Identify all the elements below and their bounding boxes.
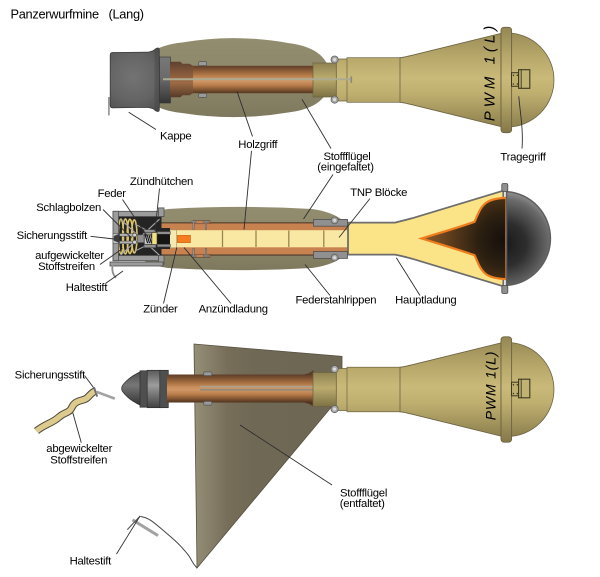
svg-text:(eingefaltet): (eingefaltet): [317, 161, 374, 173]
svg-text:Schlagbolzen: Schlagbolzen: [36, 202, 101, 214]
svg-text:Federstahlrippen: Federstahlrippen: [296, 295, 377, 307]
svg-text:Kappe: Kappe: [160, 131, 191, 143]
svg-text:aufgewickelter: aufgewickelter: [35, 250, 104, 262]
svg-text:Feder: Feder: [98, 188, 127, 200]
svg-text:Zündhütchen: Zündhütchen: [130, 176, 193, 188]
svg-text:Haltestift: Haltestift: [70, 556, 113, 568]
svg-text:PWM 1(L): PWM 1(L): [481, 22, 498, 122]
svg-text:Haltestift: Haltestift: [66, 282, 109, 294]
svg-text:Anzündladung: Anzündladung: [199, 303, 268, 315]
svg-text:Stoffstreifen: Stoffstreifen: [38, 261, 95, 273]
svg-text:Stoffstreifen: Stoffstreifen: [50, 455, 107, 467]
svg-text:Tragegriff: Tragegriff: [500, 151, 546, 163]
svg-text:Zünder: Zünder: [143, 303, 178, 315]
svg-text:abgewickelter: abgewickelter: [46, 443, 112, 455]
svg-text:Holzgriff: Holzgriff: [238, 139, 278, 151]
svg-text:Hauptladung: Hauptladung: [395, 295, 456, 307]
svg-text:(entfaltet): (entfaltet): [340, 498, 385, 510]
svg-text:TNP Blöcke: TNP Blöcke: [350, 187, 407, 199]
svg-text:PWM 1(L): PWM 1(L): [483, 351, 499, 420]
svg-text:Stoffflügel: Stoffflügel: [323, 151, 370, 163]
svg-text:Panzerwurfmine (Lang): Panzerwurfmine (Lang): [11, 7, 144, 22]
svg-text:Sicherungsstift: Sicherungsstift: [15, 370, 86, 382]
svg-text:Stoffflügel: Stoffflügel: [340, 487, 387, 499]
svg-text:Sicherungsstift: Sicherungsstift: [17, 230, 88, 242]
